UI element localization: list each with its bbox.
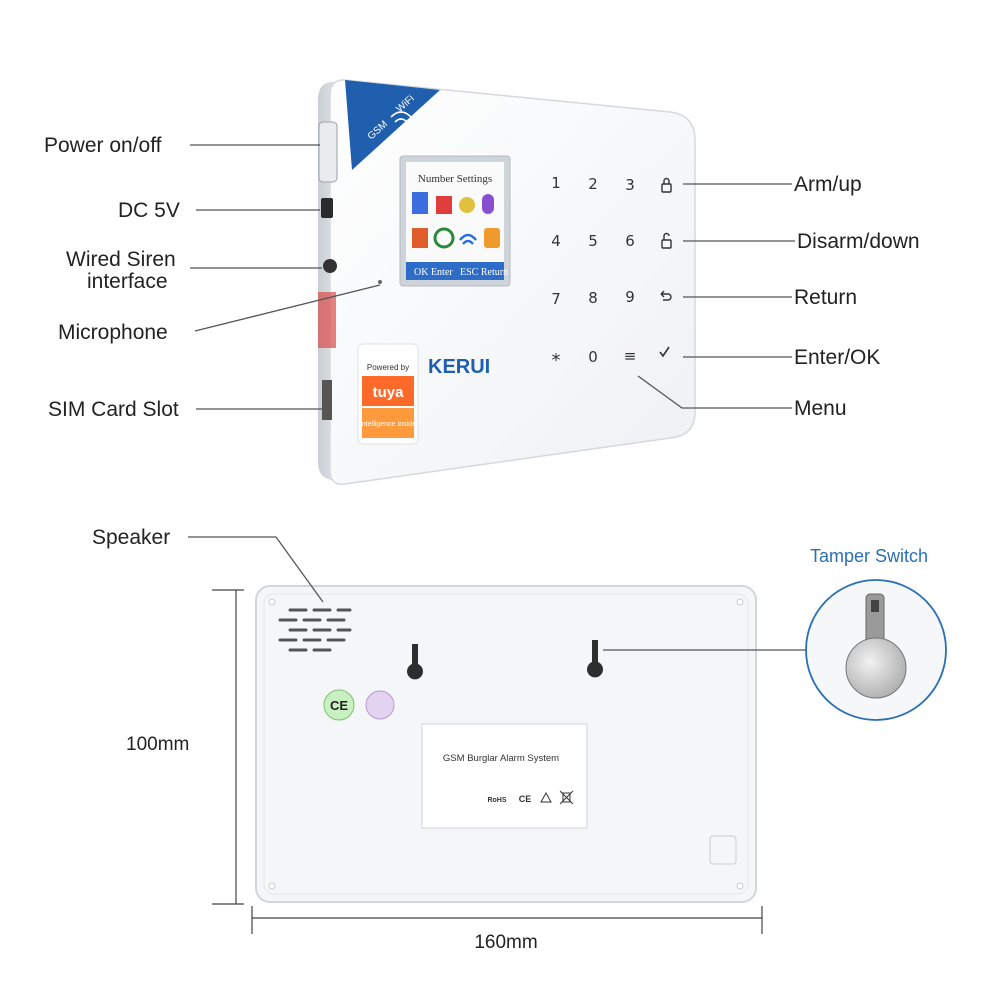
keyhole-left — [407, 644, 423, 680]
key-2[interactable]: 2 — [588, 175, 598, 193]
label-tamper: Tamper Switch — [810, 546, 928, 566]
label-speaker: Speaker — [92, 526, 170, 549]
key-8[interactable]: 8 — [588, 289, 598, 307]
key-0[interactable]: 0 — [588, 348, 598, 366]
screen-icon-4 — [482, 194, 494, 214]
height-dimension — [212, 589, 244, 905]
sim-slot — [322, 380, 332, 420]
side-sticker — [318, 292, 336, 348]
screen-icon-5 — [412, 228, 428, 248]
label-siren-line2: interface — [87, 270, 168, 293]
ce-sticker-text: CE — [330, 698, 348, 713]
purple-sticker — [365, 690, 395, 720]
return-icon[interactable] — [660, 290, 672, 301]
key-4[interactable]: 4 — [551, 232, 561, 250]
ce-mark: CE — [519, 794, 532, 804]
check-icon[interactable] — [659, 346, 670, 358]
width-dimension — [251, 906, 763, 934]
key-5[interactable]: 5 — [588, 232, 598, 250]
screen-ok: OK Enter — [414, 267, 453, 278]
corner-ribbon — [345, 80, 440, 170]
lcd-screen: Number Settings OK Enter ESC Return — [399, 155, 511, 287]
lock-open-icon[interactable] — [661, 232, 672, 249]
screen-icon-2 — [436, 196, 452, 214]
label-enter: Enter/OK — [794, 346, 880, 369]
label-power: Power on/off — [44, 134, 162, 157]
tuya-sub-text: Intelligence Inside — [360, 421, 416, 428]
screen-title: Number Settings — [418, 173, 492, 185]
front-leader-lines — [190, 144, 795, 410]
keypad: 1 2 3 4 5 6 7 8 9 * 0 ≡ — [551, 174, 672, 371]
back-device: CE GSM Burglar Alarm System RoHS CE — [255, 585, 757, 903]
label-sim: SIM Card Slot — [48, 398, 179, 421]
label-height: 100mm — [126, 734, 189, 755]
screen-wifi-icon — [459, 233, 477, 245]
warning-triangle-icon — [540, 791, 552, 803]
keyhole-right — [587, 640, 603, 678]
ce-sticker — [323, 689, 355, 721]
label-width: 160mm — [474, 932, 537, 953]
brand-logo: KERUI — [428, 356, 490, 378]
sim-card-icon — [709, 835, 737, 865]
microphone-hole — [378, 280, 382, 284]
key-7[interactable]: 7 — [551, 290, 561, 308]
product-label-sticker: GSM Burglar Alarm System RoHS CE — [421, 723, 588, 829]
screen-icon-6 — [433, 227, 455, 249]
tuya-logo-text: tuya — [373, 384, 405, 401]
label-menu: Menu — [794, 397, 847, 420]
key-6[interactable]: 6 — [625, 232, 635, 250]
key-star[interactable]: * — [552, 350, 561, 371]
key-9[interactable]: 9 — [625, 288, 635, 306]
tuya-badge: Powered by tuya Intelligence Inside — [357, 343, 419, 445]
tamper-switch-zoom — [805, 579, 947, 721]
key-1[interactable]: 1 — [551, 174, 561, 192]
label-dc: DC 5V — [118, 199, 180, 222]
label-siren-line1: Wired Siren — [66, 248, 176, 271]
siren-jack — [323, 259, 337, 273]
power-switch — [318, 121, 338, 183]
lock-closed-icon[interactable] — [661, 177, 672, 193]
dc-port — [321, 198, 333, 218]
screen-esc: ESC Return — [460, 267, 508, 278]
screen-icon-1 — [412, 192, 428, 214]
tuya-powered-text: Powered by — [367, 363, 409, 372]
label-disarm: Disarm/down — [797, 230, 920, 253]
speaker-grille — [278, 608, 352, 652]
screen-icon-3 — [459, 197, 475, 213]
screen-icon-8 — [484, 228, 500, 248]
label-return: Return — [794, 286, 857, 309]
label-arm: Arm/up — [794, 173, 862, 196]
rohs-mark: RoHS — [487, 797, 506, 804]
speaker-leader — [188, 536, 324, 603]
key-3[interactable]: 3 — [625, 176, 635, 194]
wifi-signal-icon — [390, 111, 412, 123]
label-microphone: Microphone — [58, 321, 168, 344]
key-menu[interactable]: ≡ — [624, 347, 637, 365]
front-device: GSM WiFi Number Settings OK Enter E — [318, 79, 696, 485]
sticker-title: GSM Burglar Alarm System — [443, 753, 559, 764]
weee-bin-icon — [559, 790, 574, 805]
